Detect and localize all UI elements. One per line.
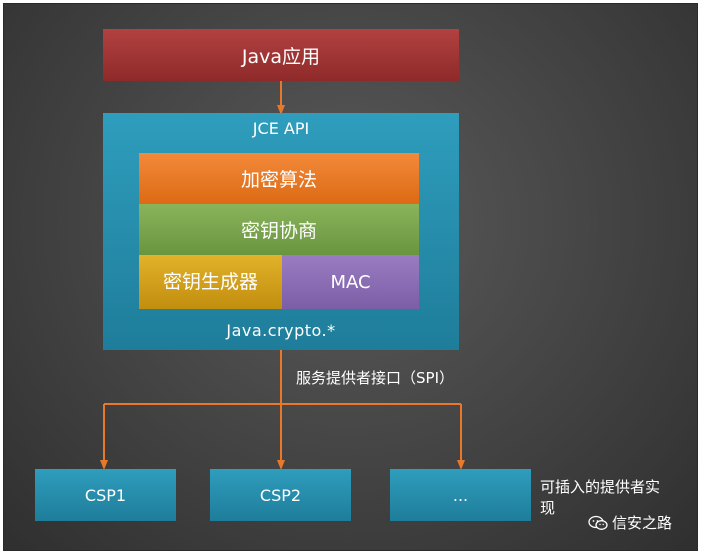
encryption-label: 加密算法 — [240, 169, 317, 191]
wechat-icon — [588, 515, 608, 530]
provider-box-3: ... — [390, 469, 531, 521]
provider-label-2: CSP2 — [259, 485, 302, 505]
mac-box: MAC — [282, 255, 419, 309]
spi-label: 服务提供者接口（SPI） — [296, 369, 454, 387]
encryption-box: 加密算法 — [139, 153, 419, 204]
jce-package-label: Java.crypto.* — [226, 321, 336, 340]
key-generator-box: 密钥生成器 — [139, 255, 282, 309]
provider-box-2: CSP2 — [210, 469, 351, 521]
key-agreement-label: 密钥协商 — [240, 220, 317, 242]
provider-box-1: CSP1 — [35, 469, 176, 521]
pluggable-label: 可插入的提供者实现 — [540, 478, 661, 517]
key-generator-label: 密钥生成器 — [162, 271, 258, 293]
provider-label-3: ... — [452, 485, 469, 505]
key-agreement-box: 密钥协商 — [139, 204, 419, 255]
watermark: 信安之路 — [588, 512, 672, 533]
jce-api-title: JCE API — [252, 119, 310, 138]
mac-label: MAC — [330, 271, 371, 293]
watermark-text: 信安之路 — [612, 514, 673, 532]
java-app-label: Java应用 — [241, 45, 321, 68]
java-app-box: Java应用 — [103, 29, 459, 81]
provider-label-1: CSP1 — [84, 485, 127, 505]
